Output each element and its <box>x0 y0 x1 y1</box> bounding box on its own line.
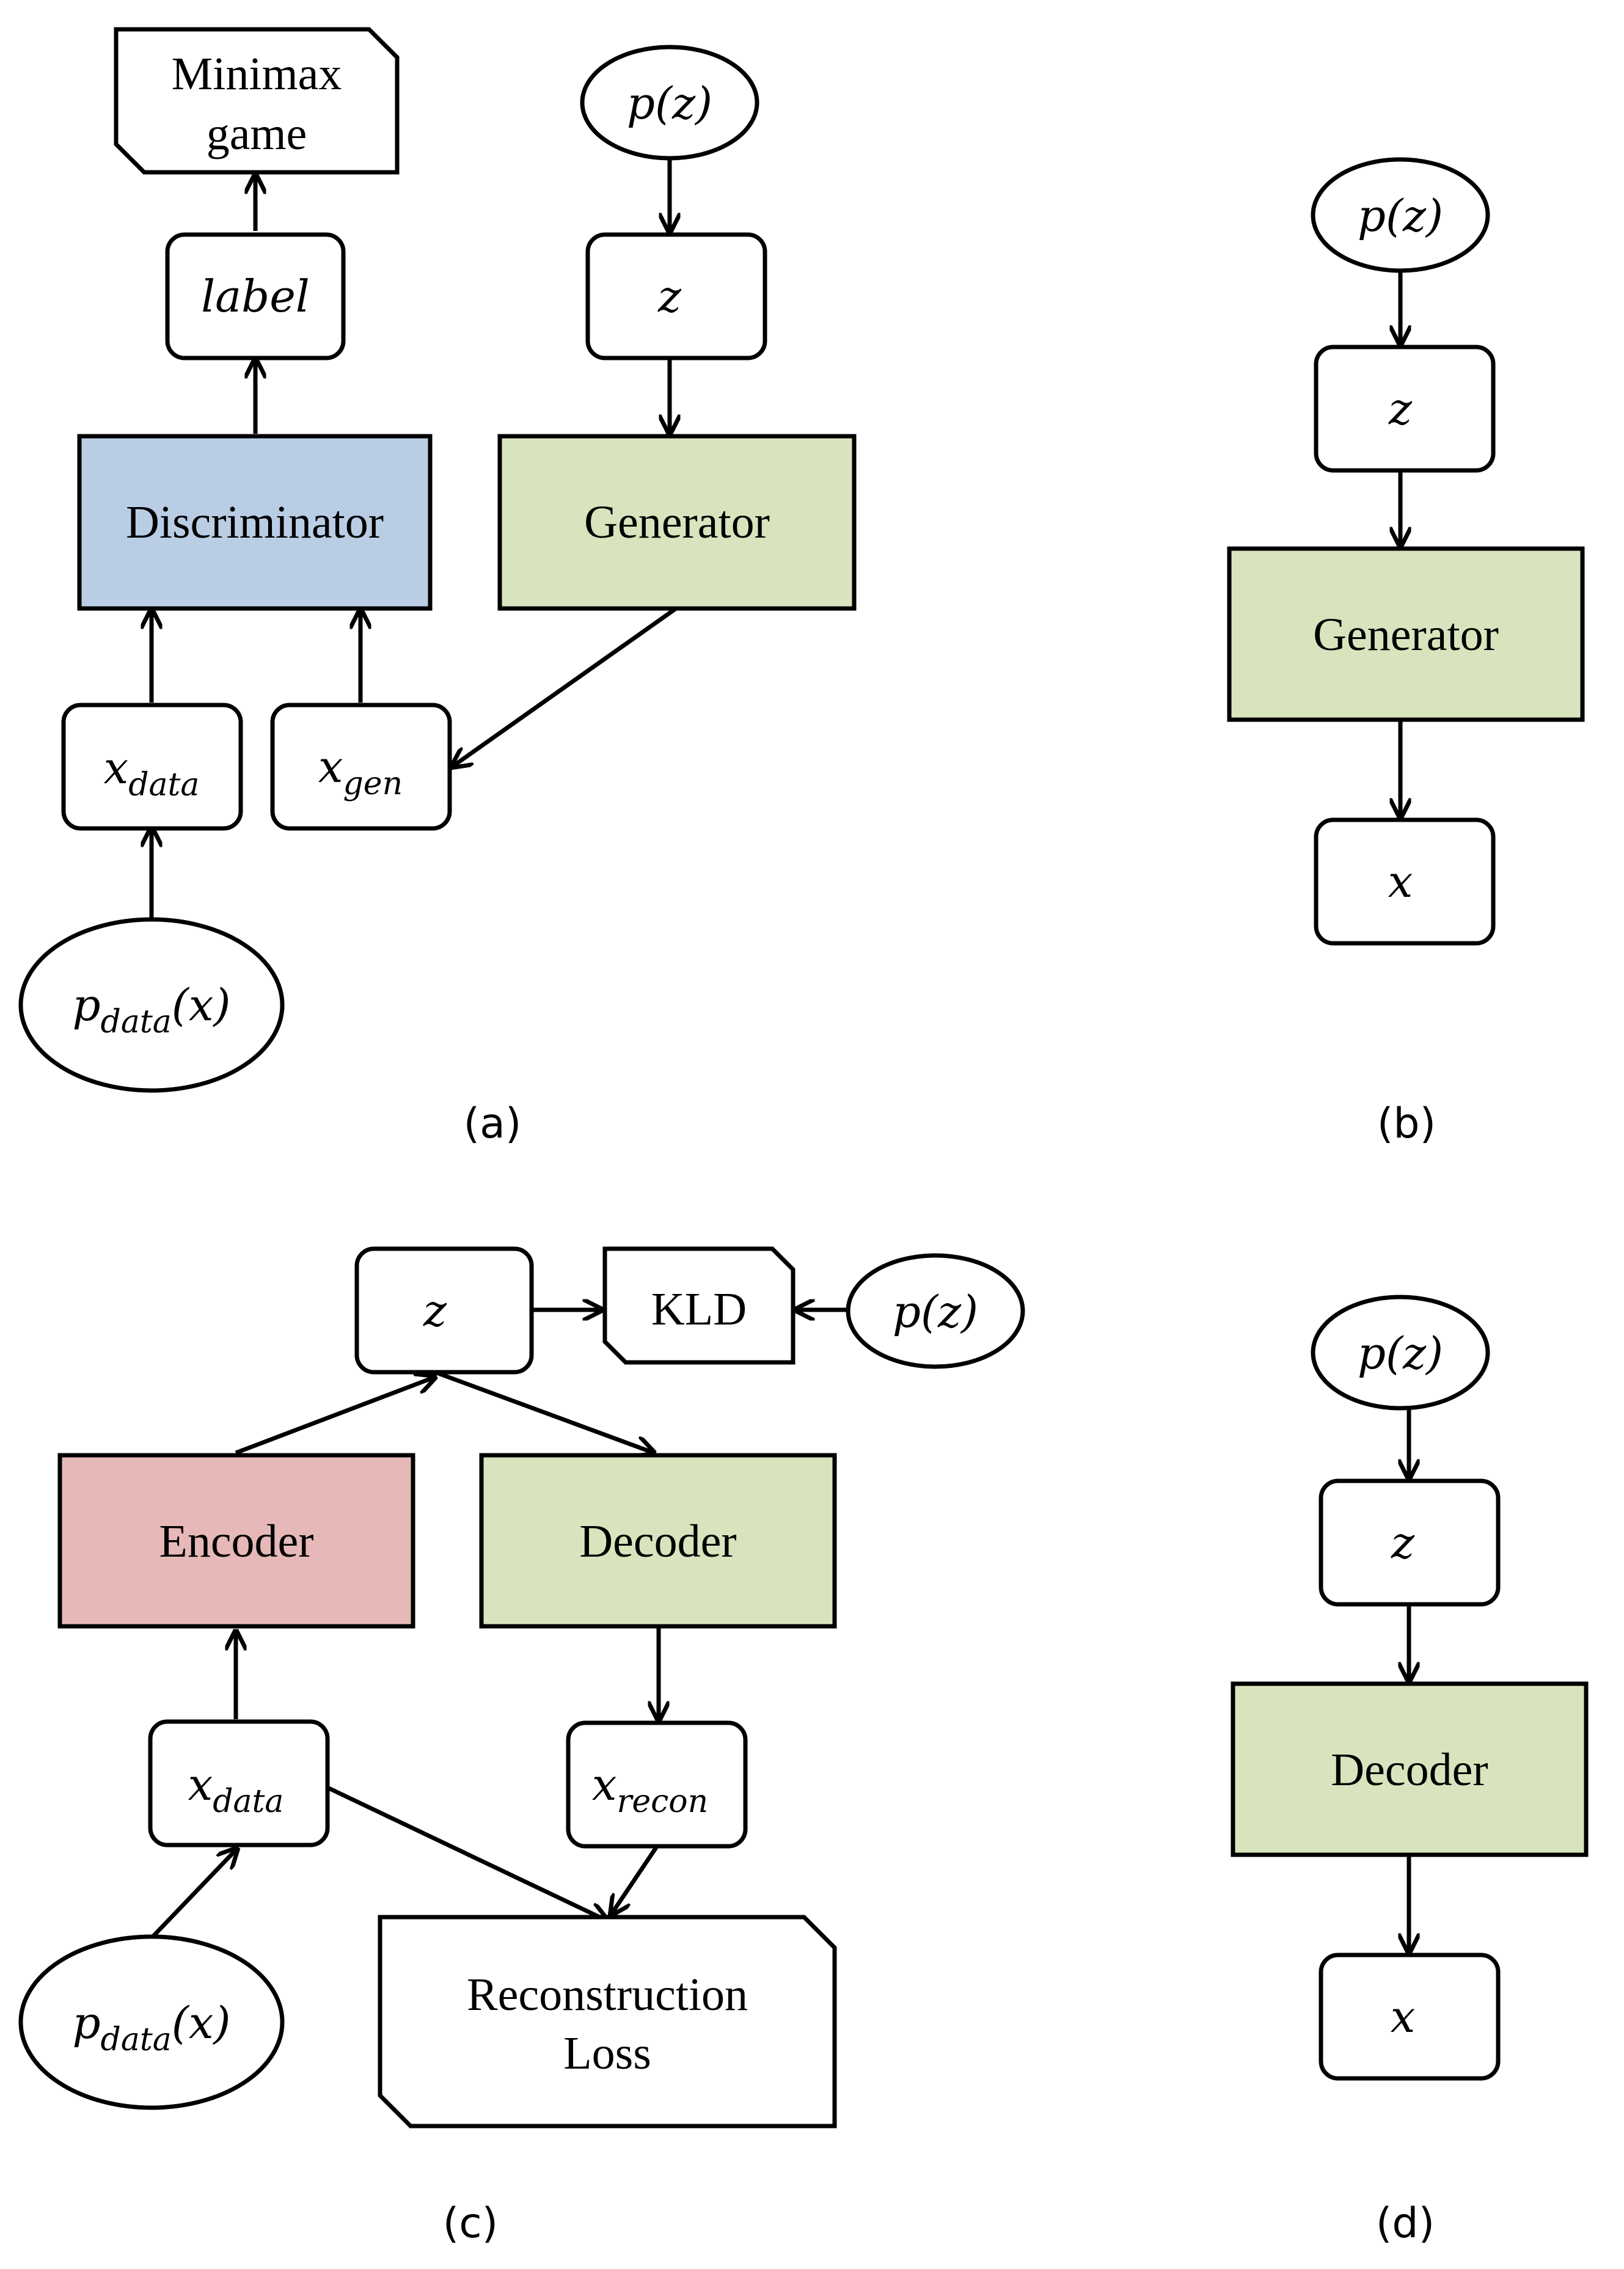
z-node-a <box>585 232 767 360</box>
pz-node-d <box>1311 1295 1490 1411</box>
panel-d: p(z) z Decoder x (d) <box>1231 1295 1589 2248</box>
generator-label-b: Generator <box>1313 609 1499 660</box>
generator-label-a: Generator <box>584 497 770 548</box>
x-data-node-a <box>61 703 243 831</box>
x-node-b-text: x <box>1388 856 1413 907</box>
x-node-d-text: x <box>1391 1991 1416 2042</box>
caption-b: (b) <box>1377 1100 1436 1148</box>
discriminator-label: Discriminator <box>126 497 384 548</box>
pz-label-c: p(z) <box>893 1286 978 1337</box>
label-node <box>165 232 346 360</box>
pdata-node-c <box>18 1934 285 2110</box>
caption-d: (d) <box>1376 2199 1435 2248</box>
edge-encoder-to-z <box>235 1377 435 1455</box>
z-node-c-text: z <box>423 1285 447 1336</box>
minimax-game-node <box>114 27 400 175</box>
edge-xdata-to-recon-loss <box>326 1785 607 1921</box>
generator-node-b <box>1227 546 1585 722</box>
x-gen-label: xgen <box>318 741 403 802</box>
panel-a: Minimax game p(z) label z Discriminator … <box>18 27 857 1148</box>
z-node-c <box>354 1246 534 1375</box>
kld-node <box>602 1246 796 1365</box>
pz-label-a: p(z) <box>627 78 712 129</box>
encoder-label: Encoder <box>159 1516 313 1567</box>
panel-b: p(z) z Generator x (b) <box>1227 157 1585 1148</box>
z-node-d <box>1319 1478 1501 1607</box>
decoder-node-c <box>479 1453 837 1629</box>
edge-xrecon-to-recon-loss <box>611 1846 658 1915</box>
caption-a: (a) <box>464 1100 522 1148</box>
encoder-node <box>57 1453 415 1629</box>
generator-node-a <box>497 434 857 611</box>
z-node-b-text: z <box>1388 383 1413 434</box>
x-node-b <box>1314 817 1496 946</box>
x-recon-node <box>566 1720 748 1849</box>
pz-label-d: p(z) <box>1358 1328 1443 1379</box>
pdata-node-a <box>18 917 285 1093</box>
x-node-d <box>1319 1953 1501 2081</box>
kld-label: KLD <box>651 1284 747 1335</box>
x-data-node-c <box>148 1719 330 1847</box>
edge-z-to-decoder <box>434 1370 654 1453</box>
discriminator-node <box>77 434 433 611</box>
decoder-label-c: Decoder <box>579 1516 736 1567</box>
decoder-node-d <box>1231 1681 1589 1857</box>
x-recon-label: xrecon <box>592 1759 708 1820</box>
reconstruction-loss-line2: Loss <box>563 2028 651 2079</box>
x-gen-node <box>270 703 452 831</box>
edge-generator-to-xgen <box>452 607 677 767</box>
reconstruction-loss-node <box>378 1915 837 2128</box>
z-node-b <box>1314 345 1496 473</box>
pz-node-a <box>580 45 759 161</box>
label-node-text: label <box>201 271 310 322</box>
pdata-label-c: pdata(x) <box>72 1997 230 2058</box>
x-data-label-c: xdata <box>188 1759 284 1820</box>
pdata-label-a: pdata(x) <box>72 979 230 1040</box>
pz-node-b <box>1311 157 1490 273</box>
minimax-game-line1: Minimax <box>172 48 342 100</box>
edge-pdata-to-xdata-c <box>151 1849 237 1938</box>
z-node-d-text: z <box>1391 1517 1415 1568</box>
reconstruction-loss-line1: Reconstruction <box>467 1969 748 2020</box>
caption-c: (c) <box>443 2199 498 2248</box>
panel-c: z KLD p(z) Encoder Decoder xdata xrecon … <box>18 1246 1025 2248</box>
x-data-label-a: xdata <box>104 742 200 803</box>
minimax-game-line2: game <box>207 108 307 159</box>
decoder-label-d: Decoder <box>1331 1744 1488 1796</box>
z-node-a-text: z <box>657 271 682 322</box>
pz-label-b: p(z) <box>1358 190 1443 241</box>
pz-node-c <box>846 1253 1025 1369</box>
